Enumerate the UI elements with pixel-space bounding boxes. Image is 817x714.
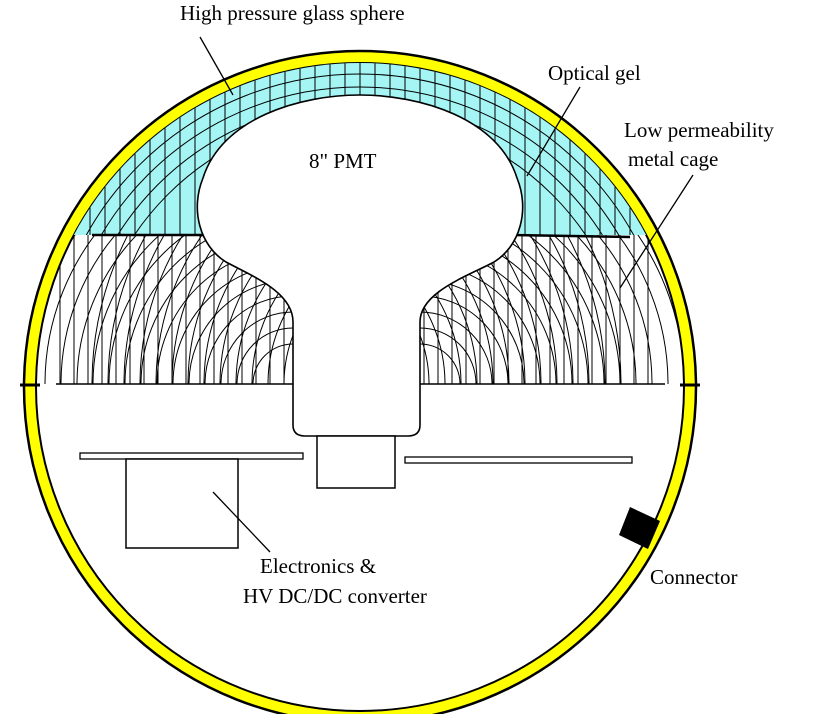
label-cage-line1: Low permeability <box>624 118 774 142</box>
leader-electronics <box>212 491 271 553</box>
label-connector: Connector <box>650 565 737 589</box>
connector-block <box>619 507 660 549</box>
circuit-board-right <box>404 456 633 464</box>
label-cage-line2: metal cage <box>628 147 718 171</box>
leader-sphere <box>199 36 234 96</box>
pmt-base <box>316 435 396 489</box>
electronics-box <box>125 458 239 549</box>
pmt-bulb <box>196 94 524 437</box>
leader-gel <box>526 86 581 177</box>
label-glass-sphere: High pressure glass sphere <box>180 1 405 25</box>
label-optical-gel: Optical gel <box>548 61 641 85</box>
circuit-board-left <box>79 452 304 460</box>
gel-cage-boundary-right <box>511 233 631 239</box>
label-electronics-line1: Electronics & <box>260 554 376 578</box>
label-pmt: 8" PMT <box>309 149 377 173</box>
label-electronics-line2: HV DC/DC converter <box>243 584 427 608</box>
leader-cage <box>619 174 694 289</box>
